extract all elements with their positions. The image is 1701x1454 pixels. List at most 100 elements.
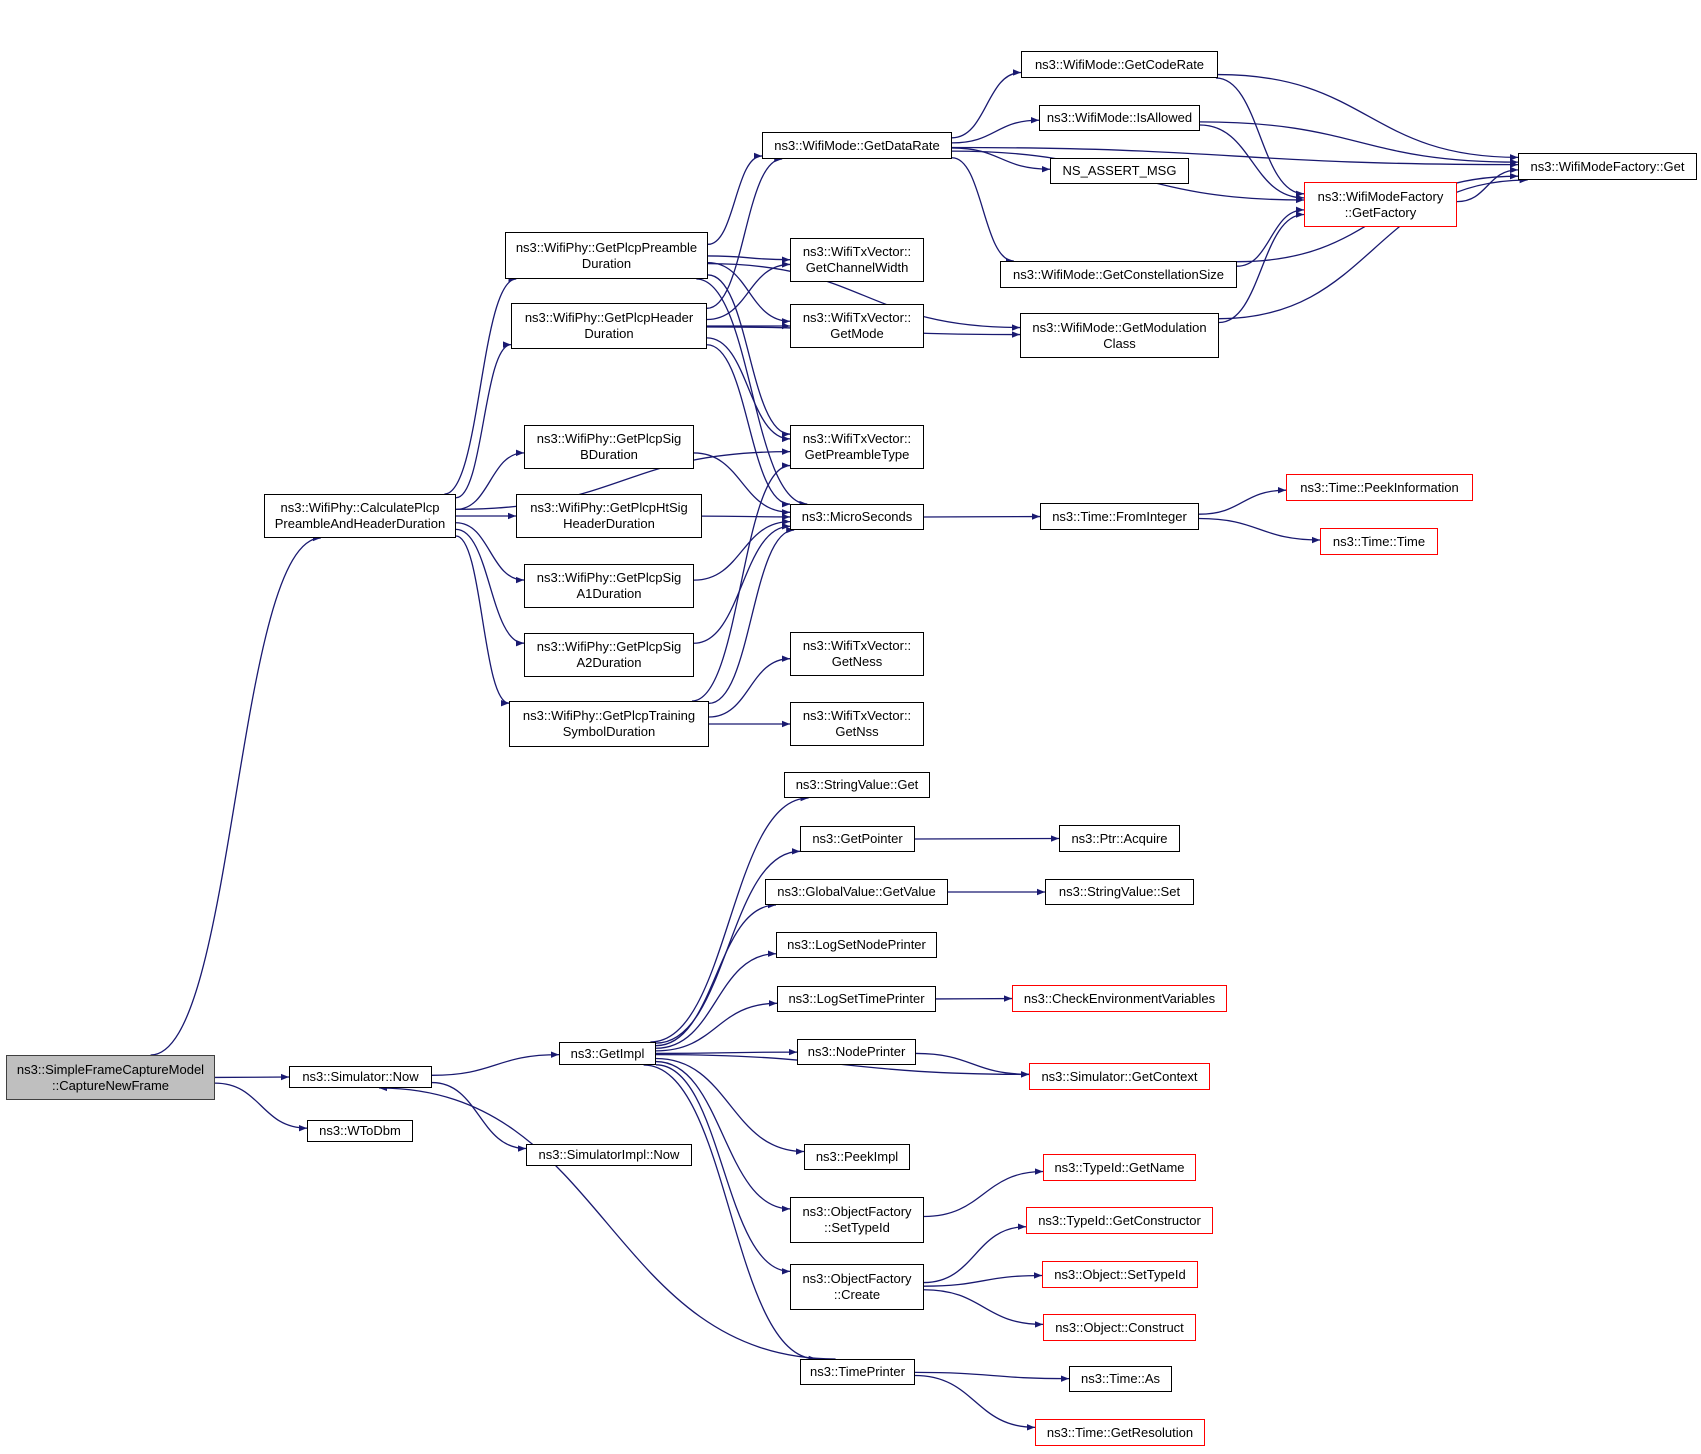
node-gvgetvalue[interactable]: ns3::GlobalValue::GetValue <box>765 879 948 905</box>
node-peekimpl[interactable]: ns3::PeekImpl <box>804 1144 910 1170</box>
node-timetime[interactable]: ns3::Time::Time <box>1320 528 1438 555</box>
call-edge <box>923 1168 1044 1218</box>
call-edge <box>707 255 791 263</box>
node-wmfget[interactable]: ns3::WifiModeFactory::Get <box>1518 153 1697 180</box>
call-edge <box>1217 73 1519 161</box>
node-label-line: ns3::SimpleFrameCaptureModel <box>16 1061 205 1077</box>
node-label-line: ns3::TypeId::GetConstructor <box>1038 1212 1201 1228</box>
node-label-line: Class <box>1103 335 1136 351</box>
node-label-line: ns3::Time::Time <box>1332 533 1426 549</box>
node-getname[interactable]: ns3::TypeId::GetName <box>1043 1154 1196 1181</box>
call-edge <box>1199 124 1305 202</box>
node-label-line: ns3::WifiMode::GetConstellationSize <box>1013 266 1224 282</box>
node-label-line: Duration <box>584 326 634 341</box>
node-timeprinter[interactable]: ns3::TimePrinter <box>800 1359 915 1385</box>
node-coderate[interactable]: ns3::WifiMode::GetCodeRate <box>1021 51 1218 78</box>
node-label-line: ns3::WifiMode::GetModulation <box>1032 319 1207 335</box>
node-wmfgetfactory[interactable]: ns3::WifiModeFactory::GetFactory <box>1304 182 1457 227</box>
call-edge <box>655 1060 791 1213</box>
node-isallowed[interactable]: ns3::WifiMode::IsAllowed <box>1039 105 1200 131</box>
node-chwidth[interactable]: ns3::WifiTxVector::GetChannelWidth <box>790 238 924 282</box>
call-edge <box>431 1051 560 1076</box>
node-label-line: ns3::Time::PeekInformation <box>1300 479 1459 495</box>
node-peekinfo[interactable]: ns3::Time::PeekInformation <box>1286 474 1473 501</box>
call-edge <box>214 1082 308 1132</box>
node-ptracquire[interactable]: ns3::Ptr::Acquire <box>1059 825 1180 852</box>
node-root[interactable]: ns3::SimpleFrameCaptureModel::CaptureNew… <box>6 1055 215 1100</box>
node-label-line: ns3::Time::FromInteger <box>1052 508 1187 524</box>
node-getnss[interactable]: ns3::WifiTxVector::GetNss <box>790 702 924 746</box>
node-label-line: ns3::WifiPhy::GetPlcpSig <box>536 570 682 585</box>
node-getimpl[interactable]: ns3::GetImpl <box>559 1042 656 1065</box>
node-label-line: ns3::WifiPhy::GetPlcpHtSig <box>530 500 688 515</box>
node-ofsettype[interactable]: ns3::ObjectFactory::SetTypeId <box>790 1197 924 1243</box>
node-label-line: HeaderDuration <box>563 516 655 531</box>
node-label-line: ns3::WifiTxVector:: <box>802 638 912 653</box>
node-getres[interactable]: ns3::Time::GetResolution <box>1035 1419 1205 1446</box>
node-label-line: ::CaptureNewFrame <box>51 1077 170 1093</box>
node-frominteger[interactable]: ns3::Time::FromInteger <box>1040 503 1199 530</box>
node-label-line: ns3::WifiMode::GetCodeRate <box>1034 56 1205 72</box>
node-label-line: ns3::StringValue::Get <box>795 777 919 792</box>
node-label-line: GetPreambleType <box>804 447 910 462</box>
call-edge <box>951 146 1519 168</box>
call-edge <box>708 655 791 718</box>
node-label-line: ns3::WToDbm <box>319 1123 401 1138</box>
node-label-line: PreambleAndHeaderDuration <box>274 516 446 531</box>
node-label-line: ns3::SimulatorImpl::Now <box>538 1147 680 1162</box>
node-getness[interactable]: ns3::WifiTxVector::GetNess <box>790 632 924 676</box>
call-edge <box>655 1064 791 1275</box>
node-label-line: ns3::ObjectFactory <box>802 1271 912 1286</box>
node-label-line: GetMode <box>830 326 884 341</box>
call-edge <box>706 261 791 321</box>
call-edge <box>1198 517 1321 544</box>
call-edge <box>444 275 517 495</box>
call-edge <box>692 462 791 702</box>
node-svset[interactable]: ns3::StringValue::Set <box>1045 879 1194 905</box>
node-wtodbm[interactable]: ns3::WToDbm <box>307 1120 413 1142</box>
node-label-line: ns3::Time::As <box>1081 1371 1160 1386</box>
node-ofcreate[interactable]: ns3::ObjectFactory::Create <box>790 1264 924 1310</box>
node-objconstruct[interactable]: ns3::Object::Construct <box>1043 1314 1196 1341</box>
node-constsize[interactable]: ns3::WifiMode::GetConstellationSize <box>1000 261 1237 288</box>
node-getcontext[interactable]: ns3::Simulator::GetContext <box>1029 1063 1210 1090</box>
node-checkenv[interactable]: ns3::CheckEnvironmentVariables <box>1012 985 1227 1012</box>
call-edge <box>707 152 763 245</box>
node-simimplnow[interactable]: ns3::SimulatorImpl::Now <box>526 1144 692 1166</box>
node-label-line: GetNss <box>835 724 879 739</box>
node-label-line: ns3::WifiMode::IsAllowed <box>1046 110 1193 125</box>
node-nodeprinter[interactable]: ns3::NodePrinter <box>797 1039 916 1065</box>
node-label-line: ::GetFactory <box>1344 204 1417 220</box>
node-label-line: ns3::TimePrinter <box>810 1364 905 1379</box>
node-label-line: ns3::WifiPhy::GetPlcpSig <box>536 639 682 654</box>
call-edge <box>951 69 1022 139</box>
node-timeas[interactable]: ns3::Time::As <box>1069 1366 1172 1392</box>
node-logtime[interactable]: ns3::LogSetTimePrinter <box>777 986 936 1012</box>
node-getctor[interactable]: ns3::TypeId::GetConstructor <box>1026 1207 1213 1234</box>
node-svget[interactable]: ns3::StringValue::Get <box>784 772 930 798</box>
node-now[interactable]: ns3::Simulator::Now <box>289 1066 432 1088</box>
node-label-line: ns3::PeekImpl <box>815 1149 899 1164</box>
node-assert[interactable]: NS_ASSERT_MSG <box>1050 158 1189 184</box>
call-edge <box>455 535 510 707</box>
node-micro[interactable]: ns3::MicroSeconds <box>790 504 924 530</box>
call-edge <box>914 1371 1070 1382</box>
node-getmode[interactable]: ns3::WifiTxVector::GetMode <box>790 304 924 348</box>
node-objsettype[interactable]: ns3::Object::SetTypeId <box>1042 1261 1198 1288</box>
node-label-line: ns3::GlobalValue::GetValue <box>777 884 936 899</box>
node-label-line: ns3::CheckEnvironmentVariables <box>1023 990 1216 1006</box>
node-pretype[interactable]: ns3::WifiTxVector::GetPreambleType <box>790 425 924 469</box>
node-datarate[interactable]: ns3::WifiMode::GetDataRate <box>762 132 952 159</box>
node-getpointer[interactable]: ns3::GetPointer <box>800 826 915 852</box>
node-lognode[interactable]: ns3::LogSetNodePrinter <box>776 932 937 958</box>
